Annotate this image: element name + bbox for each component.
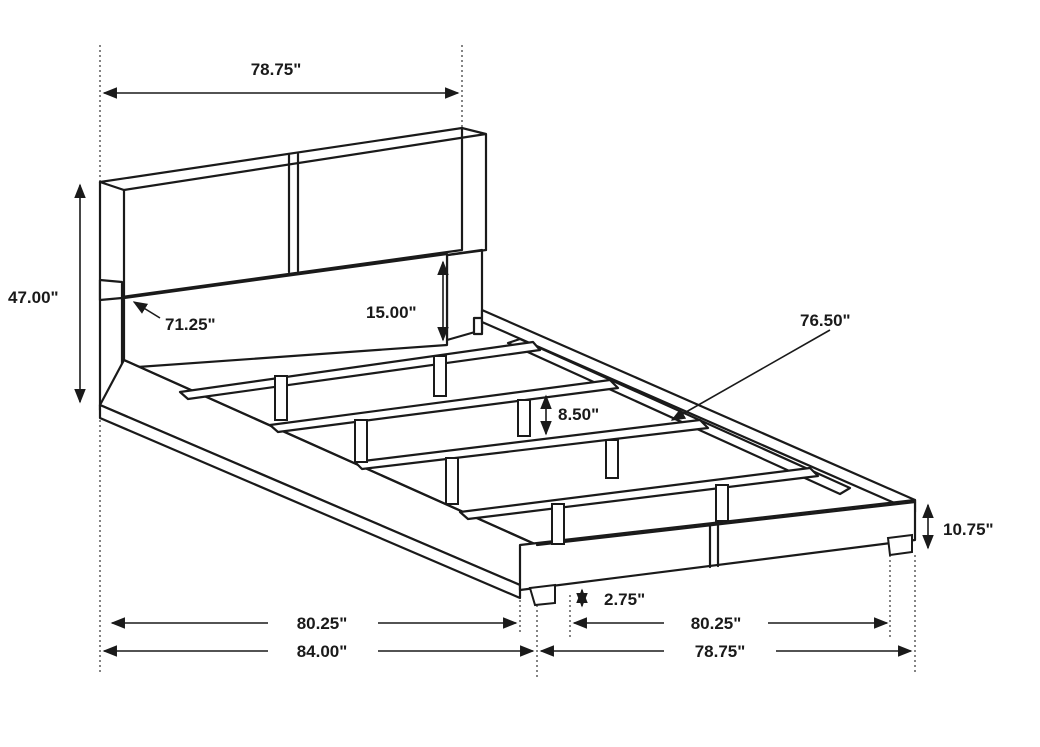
label-interior-length: 76.50" — [800, 311, 851, 330]
support-legs — [274, 355, 913, 607]
label-headboard-width: 78.75" — [251, 60, 302, 79]
label-foot-width: 78.75" — [695, 642, 746, 661]
label-leg-height: 2.75" — [604, 590, 645, 609]
label-overall-length: 84.00" — [297, 642, 348, 661]
slats — [178, 340, 820, 521]
label-rail-height: 10.75" — [943, 520, 994, 539]
label-side-length-inner: 80.25" — [297, 614, 348, 633]
label-overall-height: 47.00" — [8, 288, 59, 307]
label-slat-clearance: 8.50" — [558, 405, 599, 424]
headboard — [98, 126, 488, 412]
dimension-arrows — [74, 87, 934, 657]
label-foot-length-inner: 80.25" — [691, 614, 742, 633]
label-headboard-inner-width: 71.25" — [165, 315, 216, 334]
bed-frame — [98, 308, 917, 600]
label-headboard-panel-height: 15.00" — [366, 303, 417, 322]
